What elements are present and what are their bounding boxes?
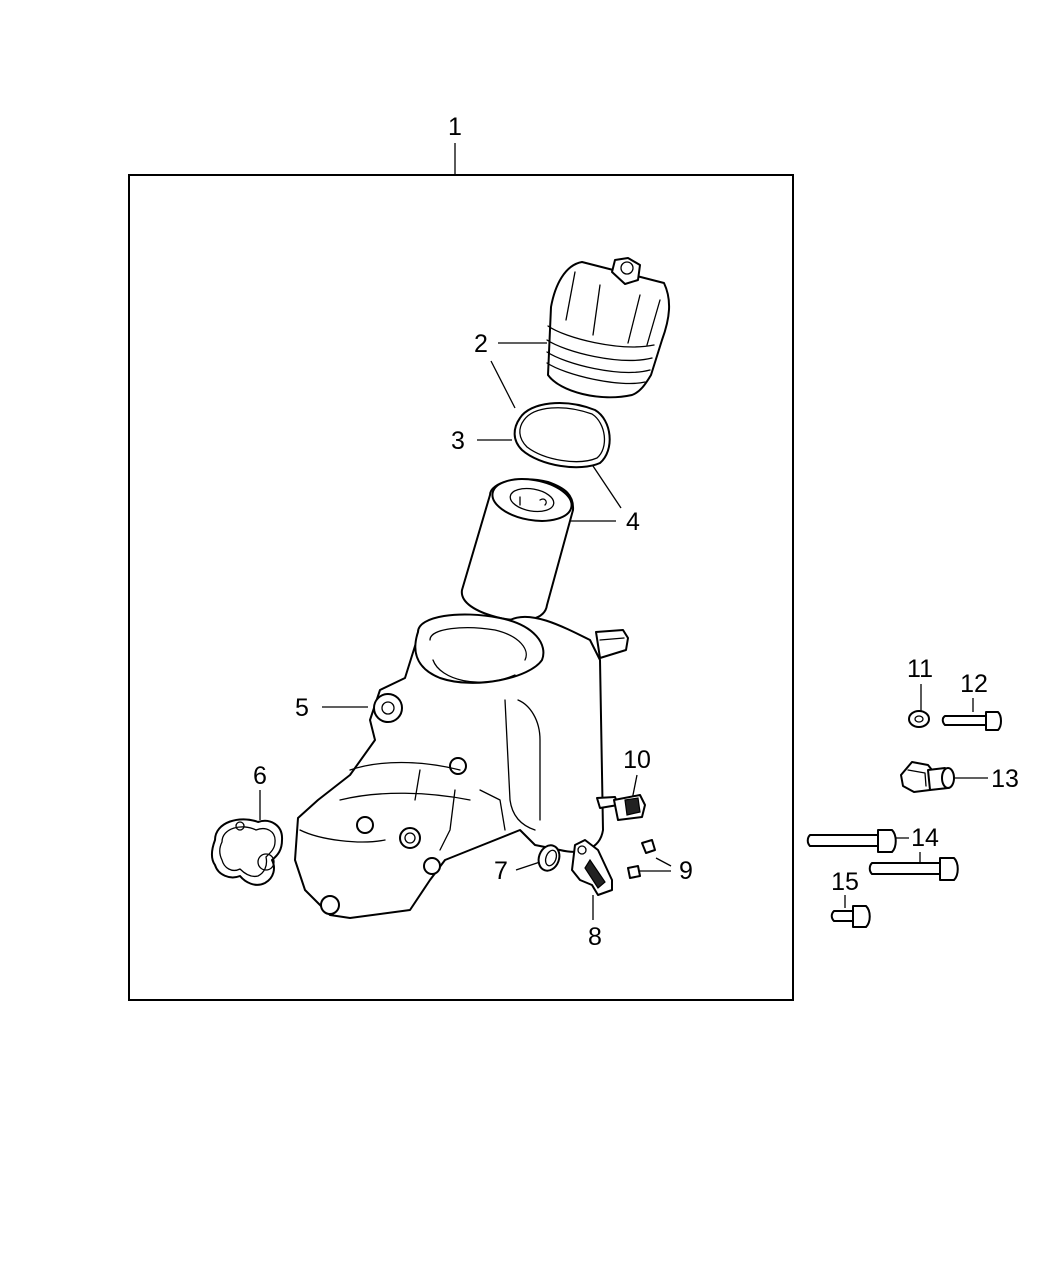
assembly-frame [128, 174, 794, 1001]
mounting-bracket [571, 839, 613, 896]
callout-5: 5 [295, 694, 309, 722]
callout-3: 3 [451, 427, 465, 455]
washer [908, 710, 930, 728]
callout-9: 9 [679, 857, 693, 885]
callout-12: 12 [960, 670, 988, 698]
callout-7: 7 [494, 857, 508, 885]
oil-filter-cap [546, 257, 670, 399]
callout-4: 4 [626, 508, 640, 536]
callout-6: 6 [253, 762, 267, 790]
screws [627, 839, 656, 879]
bolt-12 [941, 711, 1002, 731]
callout-labels: 1 2 3 4 5 6 7 8 9 10 11 12 13 14 15 [253, 113, 1019, 951]
bolts-14 [806, 829, 959, 881]
callout-15: 15 [831, 868, 859, 896]
o-ring-seal [513, 402, 611, 469]
callout-11: 11 [907, 655, 933, 683]
bolt-15 [830, 905, 871, 928]
oil-filter-element [460, 478, 575, 622]
seal-ring [537, 844, 561, 872]
oil-filter-adapter-housing [294, 613, 629, 919]
callout-10: 10 [623, 746, 651, 774]
pressure-switch [900, 761, 955, 793]
callout-8: 8 [588, 923, 602, 951]
callout-2: 2 [474, 330, 488, 358]
callout-13: 13 [991, 765, 1019, 793]
temperature-sensor [596, 794, 646, 821]
callout-1: 1 [448, 113, 462, 141]
callout-14: 14 [911, 824, 939, 852]
adapter-gasket [211, 818, 284, 886]
